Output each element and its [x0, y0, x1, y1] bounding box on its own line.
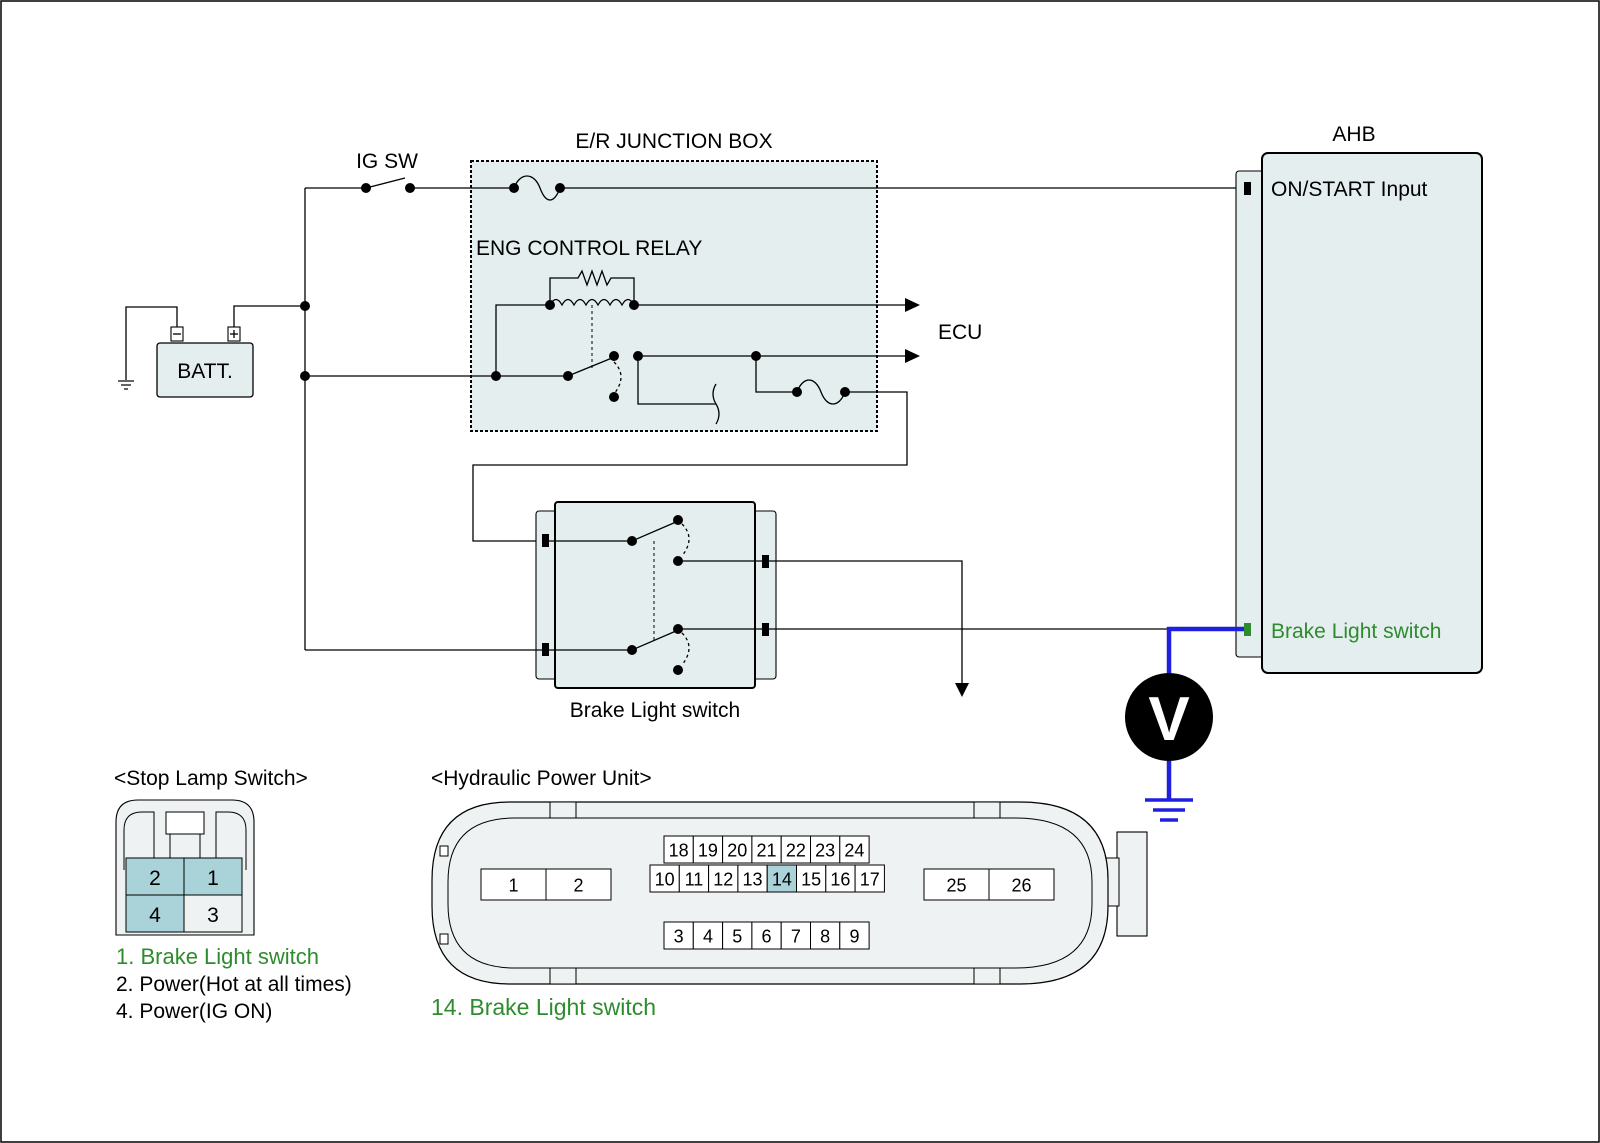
hpu-pin-label: 22 [786, 841, 806, 861]
battery-label: BATT. [177, 360, 233, 383]
stop-lamp-pin: 4 [149, 904, 161, 927]
probe-ground-symbol [1145, 798, 1193, 822]
hpu-pin-label: 10 [655, 870, 675, 890]
voltmeter [1125, 673, 1213, 761]
hpu-title: <Hydraulic Power Unit> [431, 767, 652, 790]
hpu-pin-cell [663, 835, 694, 864]
hpu-pin-label: 14 [772, 870, 792, 890]
hpu-pin-cell [663, 921, 694, 950]
hpu-connector [431, 801, 1148, 985]
hpu-pin-cell [708, 864, 739, 893]
junction-box-label: E/R JUNCTION BOX [575, 130, 772, 153]
hpu-pin-label: 17 [860, 870, 880, 890]
hpu-pin-label: 25 [946, 876, 966, 896]
hpu-pin-label: 8 [820, 927, 830, 947]
hpu-pin-cell [854, 864, 885, 893]
hpu-legend: 14. Brake Light switch [431, 994, 656, 1020]
hpu-pin-cell [692, 835, 724, 864]
hpu-pin-label: 2 [573, 876, 583, 896]
hpu-pin-label: 9 [849, 927, 859, 947]
hpu-pin-label: 18 [669, 841, 689, 861]
hpu-pin-label: 15 [801, 870, 821, 890]
hpu-pin-label: 7 [791, 927, 801, 947]
stop-lamp-legend-item: 4. Power(IG ON) [116, 1000, 272, 1023]
hpu-pin-cell [780, 921, 812, 950]
hpu-pin-cell [810, 835, 841, 864]
ecu-arrow-upper [905, 298, 920, 312]
battery: BATT. [156, 326, 254, 398]
stop-lamp-title: <Stop Lamp Switch> [114, 767, 308, 790]
battery-ground-symbol [118, 380, 134, 390]
stop-lamp-pin: 1 [207, 867, 219, 890]
hpu-pin-cell [923, 868, 990, 901]
voltmeter-label: V [1148, 685, 1189, 754]
hpu-pin-cell [692, 921, 724, 950]
relay-label: ENG CONTROL RELAY [476, 237, 702, 260]
hpu-pin-cell [780, 835, 812, 864]
hpu-pin-cell [839, 921, 870, 950]
brake-light-switch [535, 501, 777, 689]
hpu-pin-label: 13 [743, 870, 763, 890]
hpu-pin-label: 3 [674, 927, 684, 947]
hpu-pin-cell [722, 835, 753, 864]
junction-box [470, 160, 878, 432]
hpu-pin-cell [545, 868, 612, 901]
ecu-arrow-lower [905, 349, 920, 363]
stop-lamp-legend-item: 2. Power(Hot at all times) [116, 973, 352, 996]
brake-switch-label: Brake Light switch [570, 699, 740, 722]
ig-switch-label: IG SW [356, 150, 418, 173]
hpu-pin-label: 6 [762, 927, 772, 947]
ecu-label: ECU [938, 321, 982, 344]
ahb-brake-light-input: Brake Light switch [1271, 620, 1441, 643]
hpu-pin-cell [751, 835, 782, 864]
hpu-pin-cell [988, 868, 1055, 901]
hpu-pin-label: 24 [844, 841, 864, 861]
hpu-pin-label: 26 [1011, 876, 1031, 896]
stop-lamp-pin: 2 [149, 867, 161, 890]
hpu-pin-label: 12 [713, 870, 733, 890]
hpu-pin-cell [722, 921, 753, 950]
hpu-pin-cell [766, 864, 798, 893]
hpu-pin-label: 11 [685, 870, 704, 890]
hpu-pin-cell [810, 921, 841, 950]
hpu-pin-label: 20 [727, 841, 747, 861]
ahb-module [1235, 152, 1483, 674]
ahb-on-start-input: ON/START Input [1271, 178, 1428, 201]
hpu-pin-cell [737, 864, 768, 893]
hpu-pin-label: 5 [732, 927, 742, 947]
stop-lamp-legend-item: 1. Brake Light switch [116, 944, 319, 969]
stop-lamp-pin: 3 [207, 904, 219, 927]
fuse-stop [796, 379, 846, 405]
hpu-pin-label: 23 [815, 841, 835, 861]
hpu-pin-cell [751, 921, 782, 950]
hpu-pin-cell [480, 868, 547, 901]
hpu-pin-label: 19 [698, 841, 718, 861]
ahb-label: AHB [1332, 123, 1375, 146]
hpu-pin-label: 21 [757, 841, 777, 861]
hpu-pin-cell [649, 864, 680, 893]
hpu-pin-label: 4 [703, 927, 713, 947]
hpu-pin-cell [678, 864, 710, 893]
stop-lamp-connector [115, 799, 255, 936]
hpu-pin-label: 16 [830, 870, 850, 890]
hpu-pin-cell [825, 864, 856, 893]
fuse-ig [513, 175, 561, 201]
hpu-pin-cell [839, 835, 870, 864]
ground-arrow [955, 683, 969, 697]
hpu-pin-label: 1 [508, 876, 518, 896]
